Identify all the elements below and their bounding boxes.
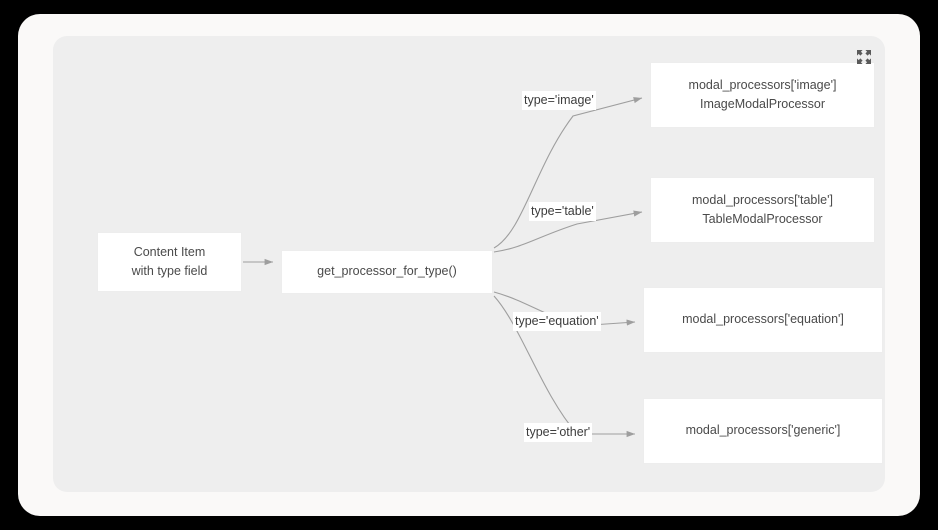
node-generic-modal-processor-label: modal_processors['generic'] [685,423,841,438]
node-get-processor-for-type-label: get_processor_for_type() [317,264,457,279]
node-content-item-label: Content Item with type field [131,244,208,278]
node-image-modal-processor-label: modal_processors['image'] ImageModalProc… [688,77,837,111]
edge-label-type-equation: type='equation' [513,312,601,331]
node-get-processor-for-type[interactable]: get_processor_for_type() [281,250,493,294]
edge-label-type-other: type='other' [524,423,593,442]
edge-dispatch-to-image [493,97,643,249]
edge-label-type-image: type='image' [522,91,596,110]
node-equation-modal-processor[interactable]: modal_processors['equation'] [643,287,883,353]
node-content-item[interactable]: Content Item with type field [97,232,242,292]
edge-label-type-table: type='table' [529,202,596,221]
node-equation-modal-processor-label: modal_processors['equation'] [682,312,844,327]
app-card: Content Item with type field get_process… [18,14,920,516]
node-table-modal-processor[interactable]: modal_processors['table'] TableModalProc… [650,177,875,243]
node-image-modal-processor[interactable]: modal_processors['image'] ImageModalProc… [650,62,875,128]
fullscreen-expand-icon[interactable] [853,46,875,68]
node-table-modal-processor-label: modal_processors['table'] TableModalProc… [692,192,833,226]
node-generic-modal-processor[interactable]: modal_processors['generic'] [643,398,883,464]
diagram-panel: Content Item with type field get_process… [53,36,885,492]
